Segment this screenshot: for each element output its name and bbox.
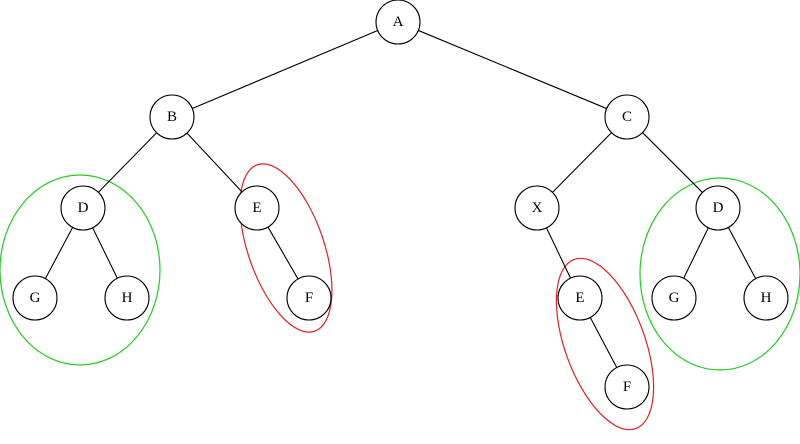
- edge-n_X-n_E2: [545, 227, 572, 279]
- edge-n_E1-n_F1: [267, 226, 299, 280]
- node-circle: [604, 94, 650, 140]
- node-circle: [12, 275, 58, 321]
- node-circle: [604, 364, 650, 410]
- node-label: D: [78, 200, 89, 216]
- tree-node-n_B: B: [149, 94, 195, 140]
- tree-node-n_D2: D: [695, 185, 741, 231]
- group-d-subtree-left-ellipse: [0, 174, 161, 366]
- node-label: E: [252, 200, 261, 216]
- node-label: F: [305, 290, 313, 306]
- edge-n_D1-n_H1: [92, 227, 118, 279]
- tree-node-n_A: A: [375, 0, 421, 45]
- tree-nodes: A B C D E G H F X D E F G H: [12, 0, 789, 410]
- node-label: H: [122, 290, 133, 306]
- node-label: G: [30, 290, 41, 306]
- tree-node-n_G1: G: [12, 275, 58, 321]
- node-label: B: [167, 109, 177, 125]
- tree-edges: [44, 29, 757, 368]
- node-circle: [557, 275, 603, 321]
- tree-node-n_F1: F: [286, 275, 332, 321]
- node-label: F: [623, 379, 631, 395]
- edge-n_B-n_E1: [186, 132, 243, 193]
- tree-node-n_C: C: [604, 94, 650, 140]
- edge-n_B-n_D1: [97, 132, 158, 193]
- tree-node-n_X: X: [514, 185, 560, 231]
- tree-node-n_H1: H: [104, 275, 150, 321]
- node-label: A: [393, 14, 404, 30]
- node-label: D: [713, 200, 724, 216]
- tree-node-n_E1: E: [234, 185, 280, 231]
- tree-node-n_G2: G: [651, 275, 697, 321]
- node-circle: [743, 275, 789, 321]
- node-circle: [104, 275, 150, 321]
- edge-n_A-n_C: [418, 29, 607, 110]
- highlight-groups: [0, 163, 800, 431]
- edge-n_D2-n_G2: [683, 227, 709, 279]
- group-ef-subtree-left-ellipse: [239, 163, 333, 333]
- tree-node-n_H2: H: [743, 275, 789, 321]
- edge-n_C-n_D2: [642, 132, 703, 193]
- node-circle: [234, 185, 280, 231]
- node-circle: [375, 0, 421, 45]
- node-circle: [695, 185, 741, 231]
- edge-n_D1-n_G1: [44, 227, 74, 279]
- node-label: E: [575, 290, 584, 306]
- tree-node-n_D1: D: [60, 185, 106, 231]
- node-circle: [149, 94, 195, 140]
- tree-node-n_F2: F: [604, 364, 650, 410]
- node-circle: [286, 275, 332, 321]
- node-label: C: [622, 109, 632, 125]
- group-ef-subtree-right-ellipse: [555, 257, 655, 431]
- edge-n_A-n_B: [192, 30, 378, 109]
- node-circle: [60, 185, 106, 231]
- node-label: X: [532, 200, 543, 216]
- edge-n_C-n_X: [552, 132, 612, 193]
- node-circle: [514, 185, 560, 231]
- node-circle: [651, 275, 697, 321]
- edge-n_D2-n_H2: [727, 227, 757, 279]
- edge-n_E2-n_F2: [589, 317, 618, 368]
- tree-node-n_E2: E: [557, 275, 603, 321]
- node-label: H: [761, 290, 772, 306]
- group-d-subtree-right-ellipse: [639, 177, 800, 371]
- node-label: G: [669, 290, 680, 306]
